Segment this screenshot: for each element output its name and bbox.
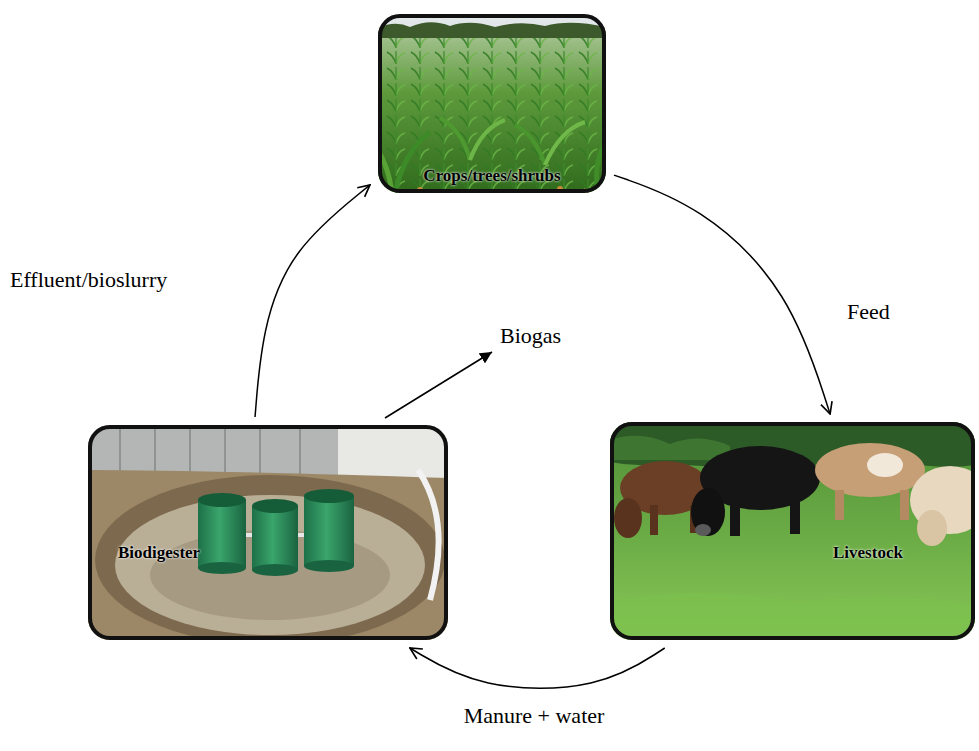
tank-base: [252, 564, 298, 576]
cow-head: [691, 488, 725, 536]
cow-patch: [867, 453, 903, 477]
sky: [378, 14, 606, 193]
cow-muzzle: [695, 524, 711, 536]
cow-leg: [650, 505, 658, 535]
tank: [304, 496, 354, 566]
gas-pipe: [418, 470, 439, 600]
cow-leg: [900, 490, 909, 520]
node-label: Biodigester: [118, 543, 200, 563]
pit-floor: [115, 495, 425, 635]
cow-leg: [790, 500, 800, 534]
tank: [252, 506, 298, 570]
biodigester-photo: [88, 425, 448, 640]
pit-rim: [95, 475, 445, 640]
corn-leaf: [545, 122, 585, 165]
output-label: Biogas: [498, 324, 563, 348]
edge-label: Manure + water: [462, 704, 607, 728]
pasture: [610, 422, 975, 640]
tree-line: [610, 436, 730, 460]
edge-label: Feed: [845, 300, 892, 324]
node-label: Livestock: [833, 543, 903, 563]
tank-lid: [304, 489, 354, 503]
tank-base: [304, 560, 354, 572]
node-label: Crops/trees/shrubs: [423, 166, 560, 186]
flow-arrow: [255, 185, 370, 417]
flow-arrow: [410, 648, 665, 688]
cow-body: [815, 443, 925, 497]
cow-leg: [730, 500, 740, 536]
crops-photo: [378, 14, 606, 193]
livestock-photo: [610, 422, 975, 640]
photo-box: Biodigester: [88, 425, 448, 640]
tank: [198, 500, 246, 568]
grass: [610, 593, 975, 640]
flow-arrow: [614, 175, 830, 414]
cow-leg: [835, 490, 844, 520]
corn-leaf: [470, 120, 505, 160]
corn-leaf: [515, 125, 545, 165]
cow-head: [917, 510, 947, 546]
tank-base: [198, 562, 246, 574]
corn-field: [378, 38, 606, 193]
tank-pipe: [246, 533, 304, 537]
corn-leaf: [440, 118, 470, 160]
edge-label: Effluent/bioslurry: [8, 268, 169, 292]
cow-head: [614, 498, 642, 538]
photo-box: Crops/trees/shrubs: [378, 14, 606, 193]
tank-lid: [198, 493, 246, 507]
tank-lid: [252, 499, 298, 513]
tree-line: [378, 22, 606, 40]
corn-rows: [378, 38, 606, 193]
biogas-arrow: [385, 352, 492, 418]
photo-box: Livestock: [610, 422, 975, 640]
